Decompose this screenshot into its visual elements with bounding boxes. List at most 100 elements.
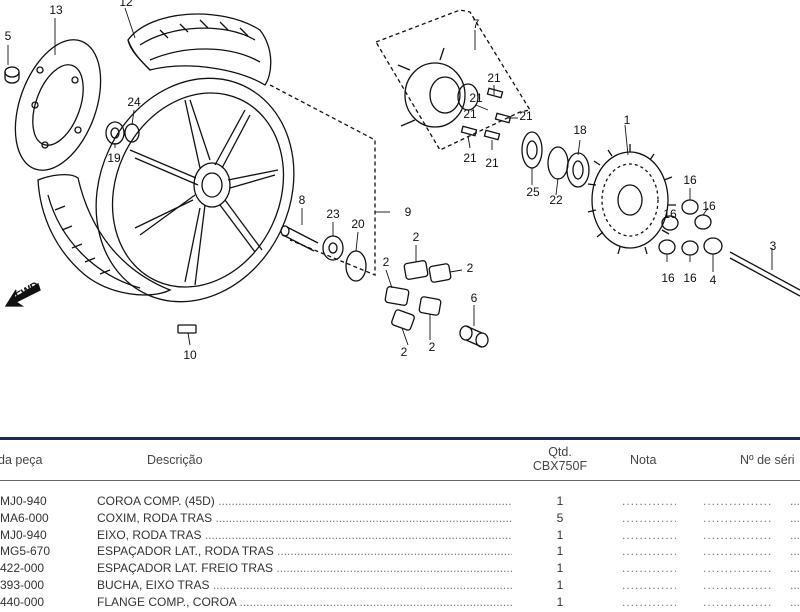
description-cell: EIXO, RODA TRAS (97, 528, 512, 542)
header-note: Nota (630, 453, 657, 467)
note-cell (622, 544, 676, 558)
header-divider (0, 480, 800, 481)
note-cell (622, 494, 676, 508)
qty-cell: 1 (556, 594, 564, 609)
header-qty-label: Qtd. (548, 445, 572, 459)
description-cell: BUCHA, EIXO TRAS (97, 578, 512, 592)
callout-16: 16 (663, 207, 677, 221)
parts-table: da peça Descrição Qtd. CBX750F Nota Nº d… (0, 437, 800, 609)
serial-cell (703, 544, 773, 558)
part-22-circlip (547, 146, 569, 180)
callout-4: 4 (710, 273, 717, 287)
qty-cell: 5 (556, 510, 564, 525)
qty-cell: 1 (556, 544, 564, 559)
header-qty-model: CBX750F (532, 459, 588, 473)
callout-2: 2 (383, 255, 390, 269)
part-2-dampers (384, 260, 452, 331)
qty-cell: 1 (556, 578, 564, 592)
part-number-cell: 422-000 (0, 561, 45, 576)
rear-wheel (95, 77, 295, 303)
callout-6: 6 (471, 291, 478, 305)
table-row: 440-000 FLANGE COMP., COROA 1 (0, 595, 800, 612)
part-6-collar (459, 325, 489, 348)
serial-cell (703, 578, 773, 592)
callout-18: 18 (573, 123, 587, 137)
callout-2: 2 (467, 261, 474, 275)
callout-2: 2 (413, 230, 420, 244)
part-number-cell: MJ0-940 (0, 527, 47, 542)
part-1-sprocket (587, 144, 676, 255)
table-top-rule (0, 437, 800, 440)
qty-cell: 1 (556, 527, 564, 542)
part-23-bearing (322, 235, 344, 261)
description-cell: ESPAÇADOR LAT., RODA TRAS (97, 544, 512, 558)
callout-22: 22 (549, 193, 563, 207)
header-description: Descrição (147, 453, 203, 467)
serial-cell (703, 511, 773, 525)
serial-cell-overflow (790, 494, 800, 508)
hub-assembly-7 (375, 9, 532, 151)
part-19-bearing (105, 121, 125, 145)
part-20-oring (345, 250, 367, 282)
fwd-arrow-icon (4, 283, 41, 307)
callout-3: 3 (770, 239, 777, 253)
wheel-group-9 (269, 84, 376, 276)
serial-cell-overflow (790, 561, 800, 575)
table-row: MA6-000 COXIM, RODA TRAS 5 (0, 511, 800, 528)
callout-8: 8 (299, 193, 306, 207)
serial-cell-overflow (790, 544, 800, 558)
description-cell: ESPAÇADOR LAT. FREIO TRAS (97, 561, 512, 575)
callout-21: 21 (463, 107, 477, 121)
part-25-bearing (521, 131, 543, 169)
tire-lower (37, 174, 172, 296)
callout-5: 5 (5, 29, 12, 43)
callout-16: 16 (661, 271, 675, 285)
table-row: MG5-670 ESPAÇADOR LAT., RODA TRAS 1 (0, 544, 800, 561)
description-cell: COROA COMP. (45D) (97, 494, 512, 508)
serial-cell (703, 561, 773, 575)
fwd-label: FWD (14, 280, 42, 303)
callout-16: 16 (683, 271, 697, 285)
callout-7: 7 (473, 17, 480, 31)
note-cell (622, 511, 676, 525)
serial-cell-overflow (790, 511, 800, 525)
header-qty: Qtd. CBX750F (520, 445, 600, 473)
callout-21: 21 (463, 151, 477, 165)
part-10-valve (177, 324, 197, 334)
note-cell (622, 561, 676, 575)
serial-cell-overflow (790, 528, 800, 542)
header-serial: Nº de séri (740, 453, 795, 467)
part-number-cell: 393-000 (0, 578, 45, 592)
table-row: 393-000 BUCHA, EIXO TRAS 1 (0, 578, 800, 595)
note-cell (622, 578, 676, 592)
part-18-seal (566, 152, 590, 188)
brake-disc (14, 39, 102, 171)
callout-13: 13 (49, 3, 63, 17)
serial-cell-overflow (790, 578, 800, 592)
part-5-collar (4, 66, 20, 84)
part-number-cell: MG5-670 (0, 544, 51, 559)
note-cell (622, 595, 676, 609)
part-number-cell: 440-000 (0, 594, 45, 609)
callout-21: 21 (485, 156, 499, 170)
part-4-collar (703, 237, 723, 255)
serial-cell-overflow (790, 595, 800, 609)
note-cell (622, 528, 676, 542)
description-cell: COXIM, RODA TRAS (97, 511, 512, 525)
description-cell: FLANGE COMP., COROA (97, 595, 512, 609)
part-8-spacer (280, 225, 319, 252)
callout-12: 12 (119, 0, 133, 9)
serial-cell (703, 494, 773, 508)
callout-19: 19 (107, 151, 121, 165)
callout-16: 16 (683, 173, 697, 187)
qty-cell: 1 (556, 494, 564, 508)
qty-cell: 1 (556, 561, 564, 576)
part-3-axle (729, 251, 800, 297)
header-part-number: da peça (0, 453, 43, 467)
serial-cell (703, 595, 773, 609)
tire-upper (127, 13, 272, 86)
part-number-cell: MA6-000 (0, 510, 49, 525)
